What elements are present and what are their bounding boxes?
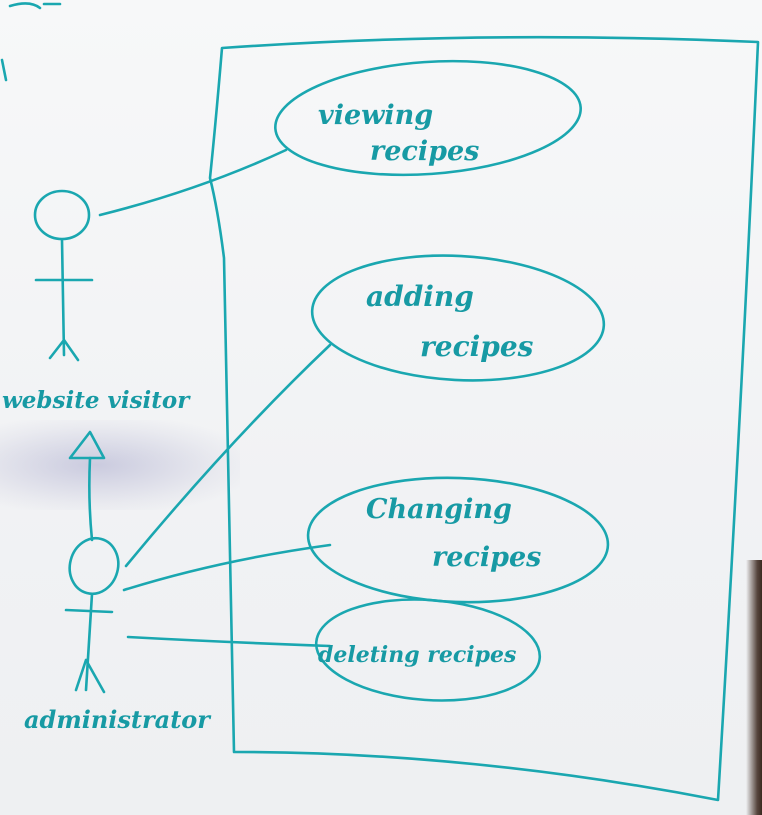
generalization-line	[88, 456, 94, 542]
actor-head	[68, 536, 120, 596]
actor-label: website visitor	[2, 387, 191, 414]
use-case-changing-recipes	[306, 476, 610, 604]
use-case-adding-recipes	[310, 254, 606, 382]
actor-administrator	[64, 536, 120, 694]
actor-website-visitor	[33, 189, 94, 362]
use-case-label: deleting recipes	[318, 642, 516, 668]
eraser-smudge	[0, 420, 240, 510]
association-admin-changing	[122, 543, 332, 592]
system-boundary	[208, 35, 760, 802]
use-case-label: recipes	[432, 542, 541, 573]
board-edge-shadow	[746, 560, 762, 815]
actor-legs	[74, 658, 106, 694]
use-case-label: adding	[366, 280, 474, 313]
generalization-arrowhead	[68, 430, 106, 460]
use-case-label: Changing	[366, 494, 512, 525]
association-visitor-viewing	[98, 148, 288, 217]
association-admin-deleting	[126, 635, 332, 648]
actor-label: administrator	[24, 705, 212, 734]
use-case-label: recipes	[370, 136, 479, 167]
actor-legs	[48, 338, 80, 362]
actor-body	[84, 592, 94, 692]
use-case-deleting-recipes	[314, 598, 542, 702]
stray-ink-mark	[0, 58, 8, 82]
stray-ink-mark	[8, 2, 62, 10]
use-case-viewing-recipes	[274, 59, 582, 177]
actor-head	[33, 189, 91, 241]
use-case-label: viewing	[318, 100, 433, 131]
actor-body	[60, 238, 66, 357]
association-admin-adding	[124, 343, 332, 568]
use-case-label: recipes	[420, 330, 534, 363]
actor-arms	[64, 608, 114, 614]
